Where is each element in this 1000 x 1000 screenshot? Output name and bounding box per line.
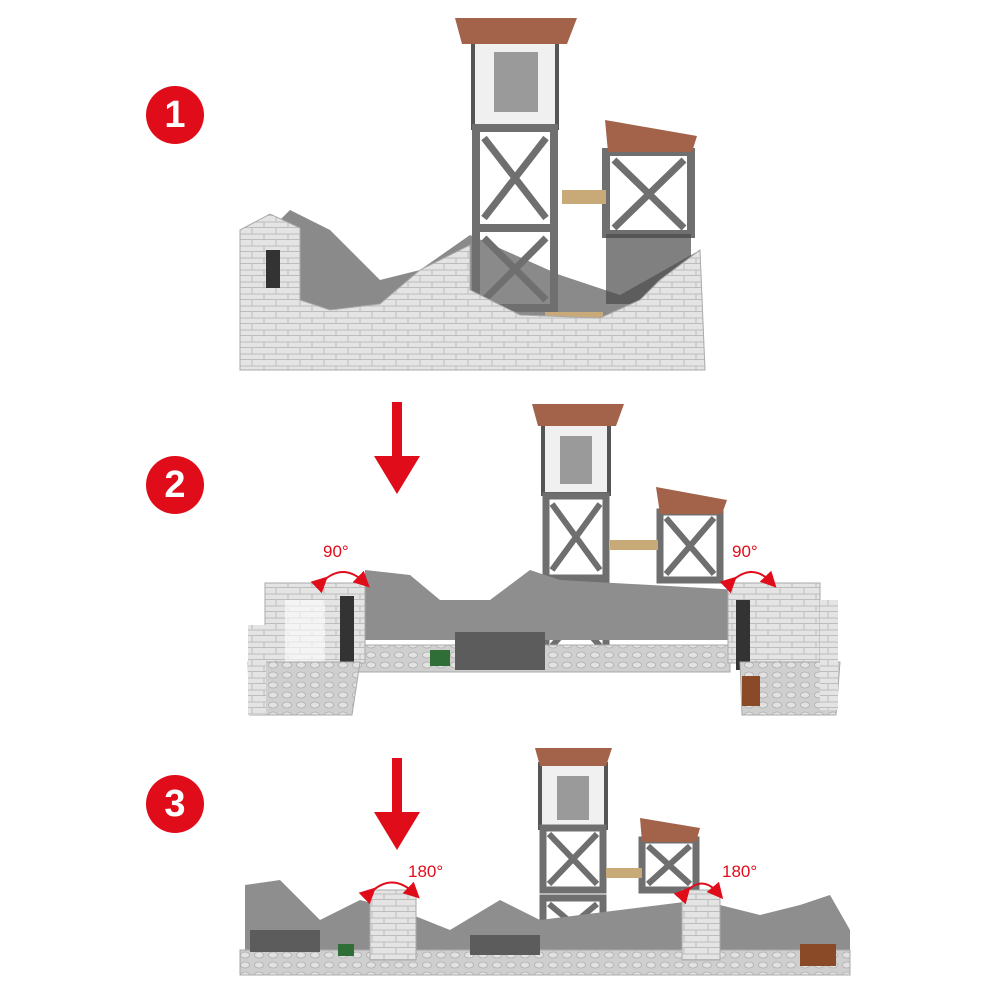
step-2-model: [247, 404, 841, 716]
step-2-left-angle-label: 90°: [323, 542, 349, 561]
step-3-left-angle-label: 180°: [408, 862, 444, 881]
step-1-model: [239, 18, 706, 371]
step-3-right-angle-label: 180°: [722, 862, 758, 881]
step-1-badge: 1: [146, 86, 204, 144]
step-3-model: [239, 748, 851, 976]
down-arrow-icon: [374, 402, 420, 494]
step-3-badge: 3: [146, 775, 204, 833]
step-2-badge: 2: [146, 456, 204, 514]
down-arrow-icon: [374, 758, 420, 850]
step-2-right-angle-label: 90°: [732, 542, 758, 561]
